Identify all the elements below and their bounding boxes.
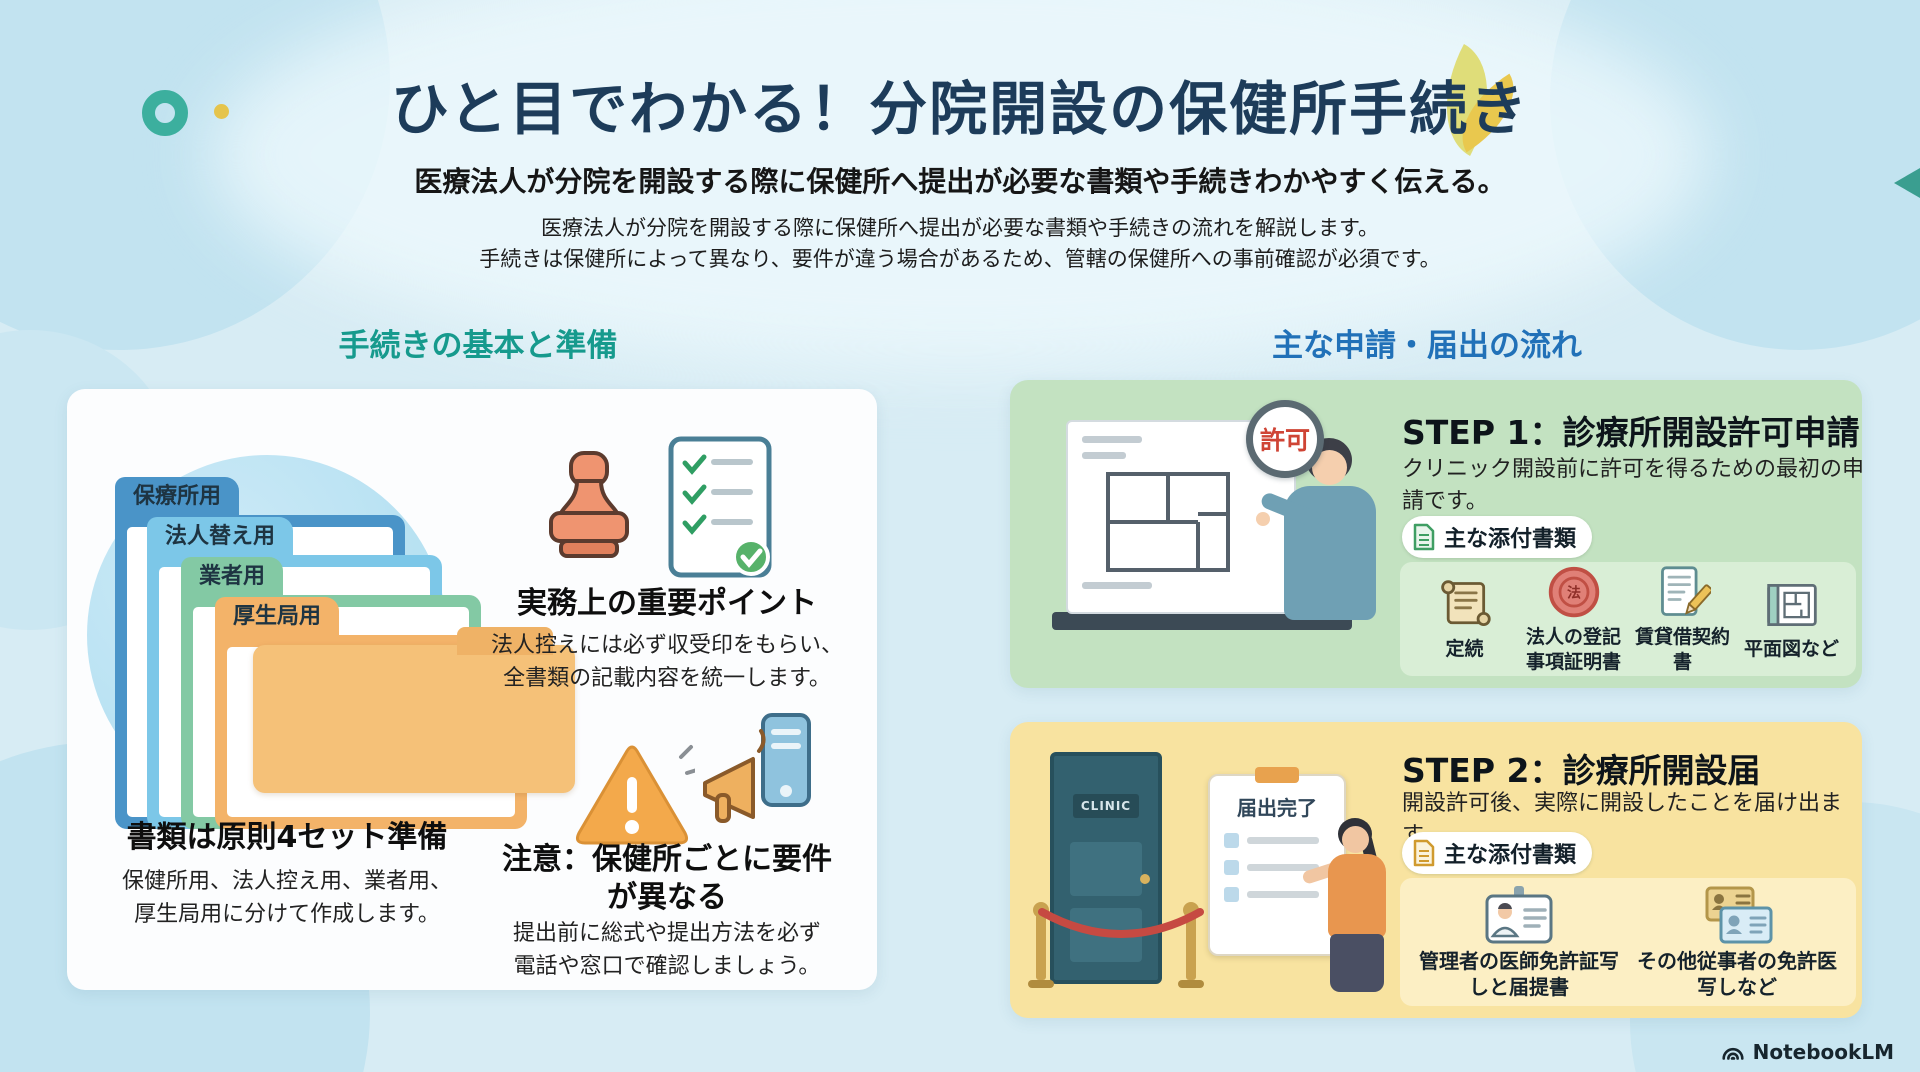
folder-front xyxy=(253,627,575,793)
clinic-door-sign: CLINIC xyxy=(1073,794,1139,818)
step1-body: クリニック開設前に許可を得るための最初の申請です。 xyxy=(1402,457,1865,514)
stamp-icon xyxy=(549,451,629,558)
door-knob xyxy=(1140,874,1150,884)
notebooklm-logo-icon xyxy=(1722,1047,1744,1060)
caution-body: 提出前に総式や提出方法を必ず電話や窓口で確認しましょう。 xyxy=(512,921,821,979)
left-section-header: 手続きの基本と準備 xyxy=(338,328,618,364)
attachment-label: 法人の登記事項証明書 xyxy=(1525,626,1621,673)
megaphone-phone-icon xyxy=(703,713,811,823)
attachment-item: 管理者の医師免許証写しと届提書 xyxy=(1413,884,1625,1000)
page-title: ひと目でわかる！分院開設の保健所手続き xyxy=(390,75,1530,143)
document-icon xyxy=(1413,523,1435,551)
page-subtitle: 医療法人が分院を開設する際に保健所へ提出が必要な書類や手続きわかやすく伝える。 xyxy=(414,165,1506,198)
attachment-label: 平面図など xyxy=(1743,638,1839,661)
step2-attachments-panel: 管理者の医師免許証写しと届提書 その他従事者の免許医写しなど xyxy=(1400,878,1856,1006)
clipboard-row xyxy=(1224,860,1344,875)
caution-heading: 注意：保健所ごとに要件が異なる xyxy=(502,842,832,915)
clipboard-title: 届出完了 xyxy=(1237,796,1317,820)
badge-label: 主な添付書類 xyxy=(1444,843,1577,868)
attachment-label: 定続 xyxy=(1445,638,1484,661)
clipboard-row xyxy=(1224,833,1344,848)
floor-plan-drawing xyxy=(1082,436,1230,589)
decor-teal-ring xyxy=(142,90,188,136)
practical-point-body: 法人控えには必ず収受印をもらい、全書類の記載内容を統一します。 xyxy=(490,633,843,691)
staff-licenses-icon xyxy=(1705,886,1773,944)
lease-contract-icon xyxy=(1660,566,1711,617)
decor-yellow-dot xyxy=(214,104,229,119)
folder-tab-label: 業者用 xyxy=(181,557,284,597)
step2-attachments-badge: 主な添付書類 xyxy=(1402,832,1593,874)
four-sets-heading: 書類は原則4セット準備 xyxy=(126,820,448,855)
attachment-label: その他従事者の免許医写しなど xyxy=(1637,948,1837,999)
attachment-item: 定続 xyxy=(1410,576,1519,661)
description-line-2: 手続きは保健所によって異なり、要件が違う場合があるため、管轄の保健所への事前確認… xyxy=(479,247,1441,271)
step1-card: 許可 STEP 1：診療所開設許可申請 クリニック開設前に許可を得るための最初の… xyxy=(1010,380,1864,688)
attachment-item: 法 法人の登記事項証明書 xyxy=(1519,564,1628,674)
checklist-icon xyxy=(668,436,772,578)
doctor-license-icon xyxy=(1485,885,1553,944)
person-illustration xyxy=(1342,826,1369,853)
permission-stamp-badge: 許可 xyxy=(1246,400,1324,478)
document-icon xyxy=(1413,839,1435,867)
notification-clipboard: 届出完了 xyxy=(1208,767,1346,956)
description-line-1: 医療法人が分院を開設する際に保健所へ提出が必要な書類や手続きの流れを解説します。 xyxy=(541,216,1379,240)
person-illustration xyxy=(1256,512,1270,526)
clipboard-row xyxy=(1224,887,1344,902)
step1-heading: STEP 1：診療所開設許可申請 xyxy=(1402,413,1860,452)
desk-illustration xyxy=(1052,612,1352,630)
attachment-label: 賃貸借契約書 xyxy=(1634,626,1730,673)
folder-tab-label: 厚生局用 xyxy=(215,597,340,637)
folder-tab-label: 保療所用 xyxy=(115,477,240,517)
door-panel xyxy=(1070,842,1142,896)
attachment-item: 賃貸借契約書 xyxy=(1628,564,1737,674)
right-section-header: 主な申請・届出の流れ xyxy=(1272,328,1582,364)
warning-icon xyxy=(576,745,695,845)
brand-footer: NotebookLM xyxy=(1720,1040,1894,1064)
person-illustration xyxy=(1330,934,1384,992)
velvet-rope xyxy=(1038,908,1204,938)
scroll-icon xyxy=(1440,580,1491,627)
corporate-seal-icon: 法 xyxy=(1548,567,1599,618)
attachment-item: その他従事者の免許医写しなど xyxy=(1631,884,1843,1000)
step2-heading: STEP 2：診療所開設届 xyxy=(1402,751,1761,790)
badge-label: 主な添付書類 xyxy=(1444,527,1577,552)
svg-text:法: 法 xyxy=(1567,585,1581,602)
attachment-item: 平面図など xyxy=(1737,576,1846,661)
clipboard-clip xyxy=(1255,767,1299,783)
practical-point-heading: 実務上の重要ポイント xyxy=(517,586,817,621)
step1-attachments-badge: 主な添付書類 xyxy=(1402,516,1593,558)
step1-attachments-panel: 定続 法 法人の登記事項証明書 賃貸 xyxy=(1400,562,1856,676)
floor-plan-icon xyxy=(1766,584,1817,627)
step2-card: CLINIC 届出完了 STEP 2：診療所開設届 開設許可後、実際に開設したこ… xyxy=(1010,722,1862,1018)
preparation-card: 保療所用 法人替え用 業者用 厚生局用 書類は原則4セット準備 保健所用、法人控… xyxy=(67,389,877,990)
attachment-label: 管理者の医師免許証写しと届提書 xyxy=(1419,948,1619,999)
four-sets-body: 保健所用、法人控え用、業者用、厚生局用に分けて作成します。 xyxy=(121,869,452,927)
clinic-door-illustration: CLINIC xyxy=(1050,752,1162,984)
person-illustration xyxy=(1328,854,1386,938)
brand-name: NotebookLM xyxy=(1752,1040,1894,1064)
folder-tab-label: 法人替え用 xyxy=(147,517,294,557)
